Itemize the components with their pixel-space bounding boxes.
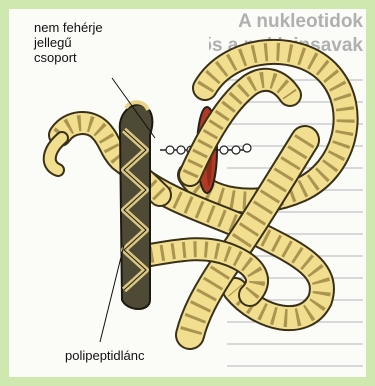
label-prosthetic-group: nem fehérje jellegű csoport (34, 20, 103, 65)
label-prosthetic-line3: csoport (34, 50, 103, 65)
label-prosthetic-line1: nem fehérje (34, 20, 103, 35)
label-prosthetic-line2: jellegű (34, 35, 103, 50)
label-polypeptide: polipeptidlánc (65, 348, 145, 363)
label-leader-polypeptide (100, 245, 124, 342)
helix-column (120, 102, 153, 309)
figure-panel: A nukleotidok ős a nukleinsavak (9, 9, 366, 377)
